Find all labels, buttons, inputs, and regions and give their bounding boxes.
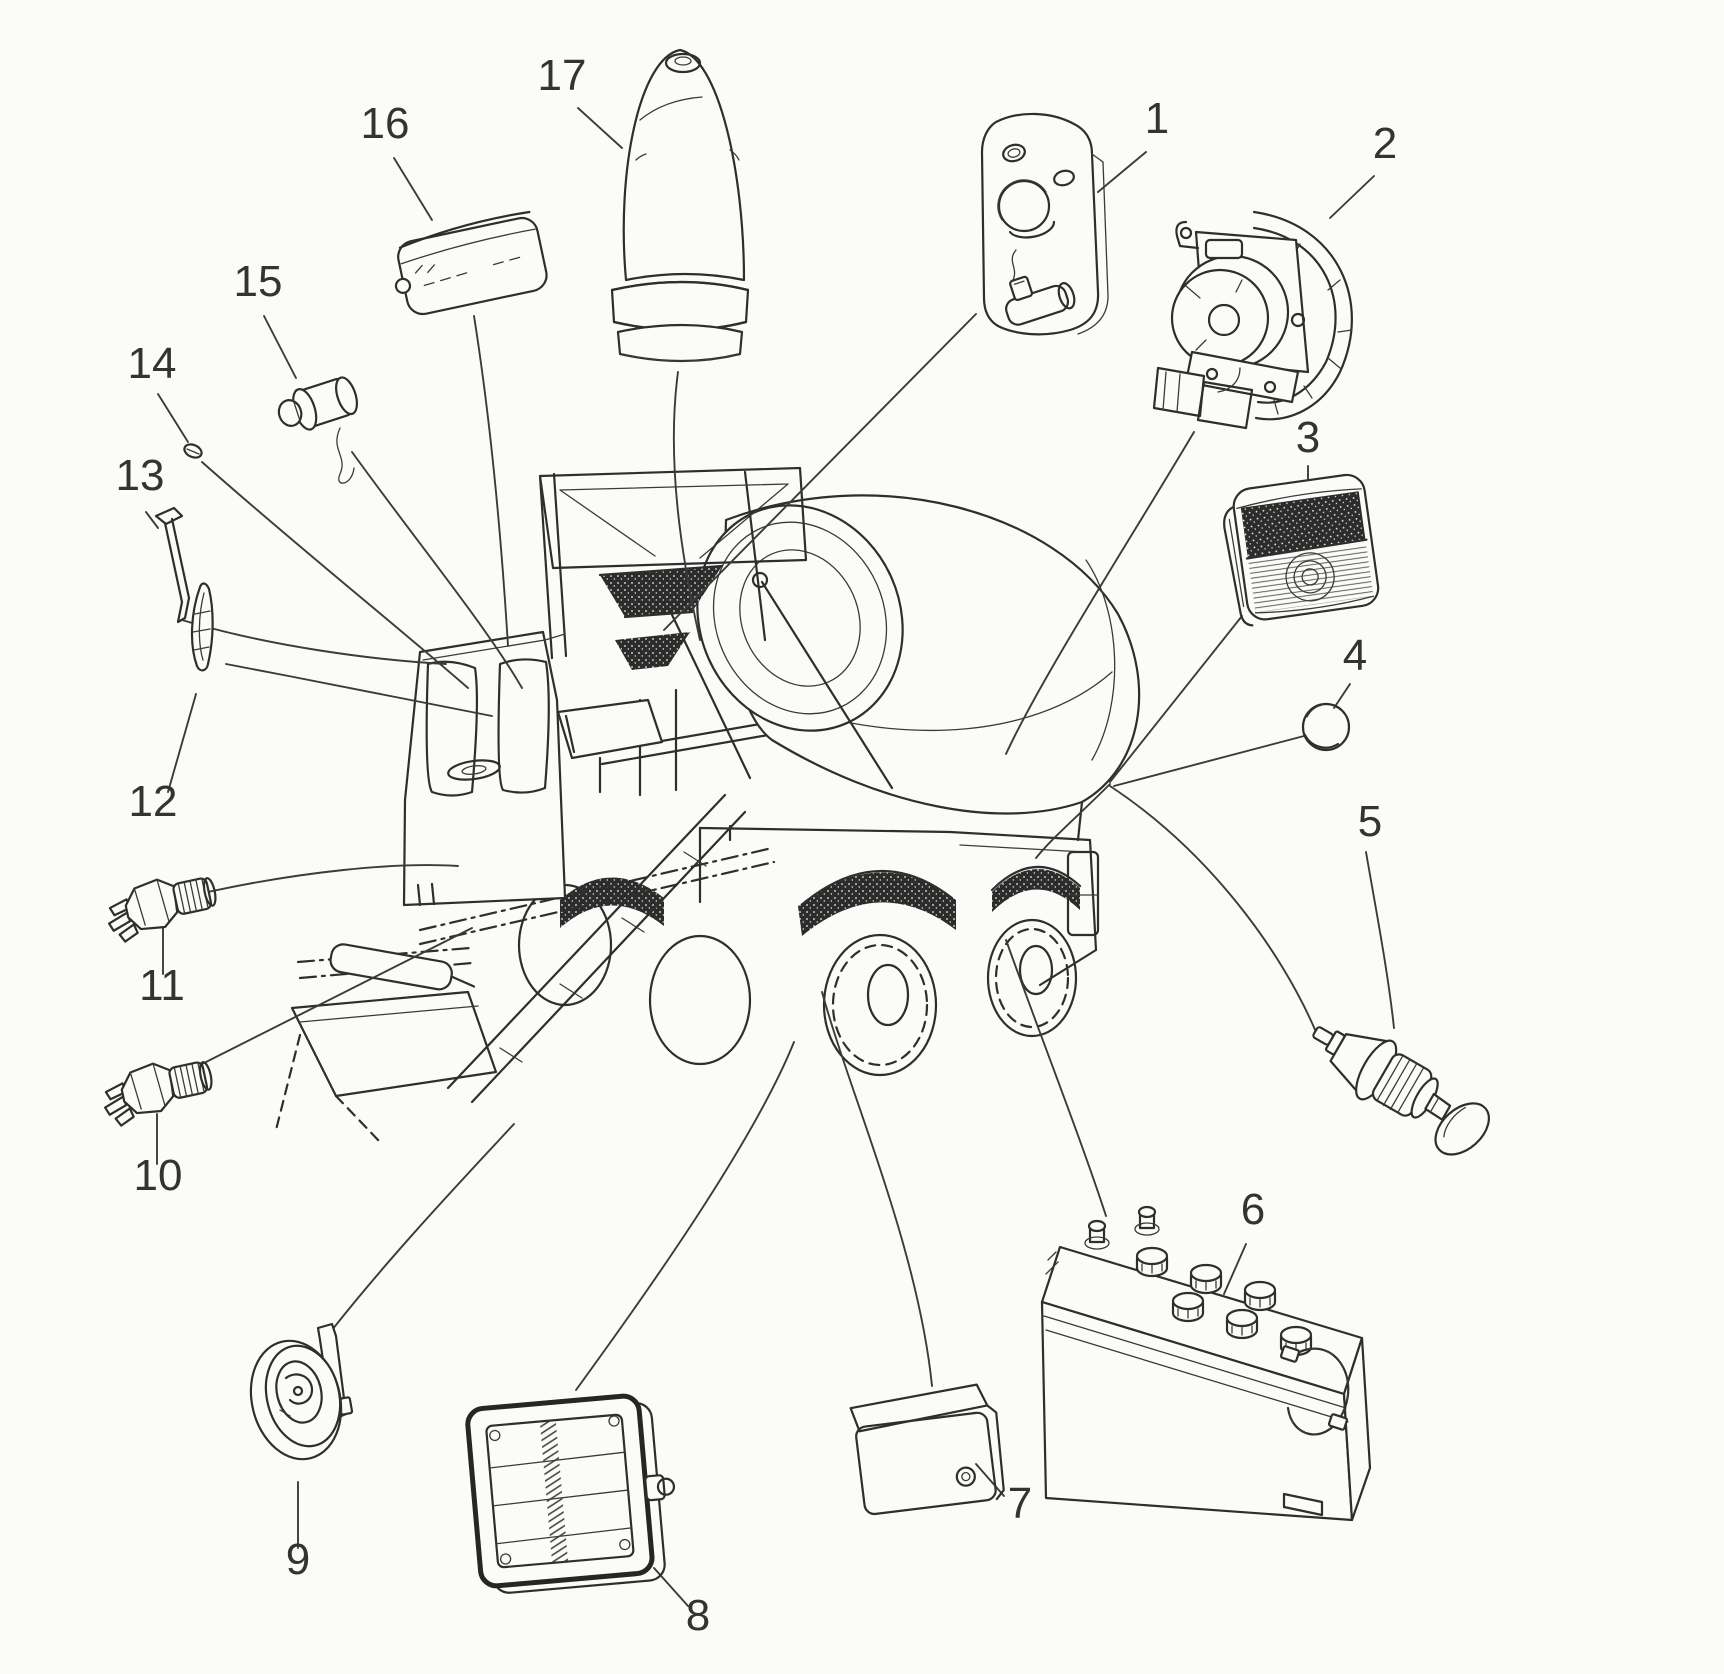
callout-label-1-mounting-plate: 1 bbox=[1145, 94, 1169, 143]
leader-line-17-short bbox=[577, 107, 623, 149]
truck-wheels bbox=[517, 883, 1078, 1077]
leader-line-7 bbox=[821, 991, 933, 1387]
part-1-mounting-plate-drawing bbox=[980, 112, 1109, 336]
leader-line-16-short bbox=[393, 157, 433, 221]
callout-label-6-battery: 6 bbox=[1241, 1185, 1265, 1234]
callout-label-13-wiper-arm: 13 bbox=[116, 451, 165, 500]
callout-label-11-plug-switch: 11 bbox=[139, 961, 185, 1010]
callout-label-9-horn: 9 bbox=[286, 1535, 310, 1584]
leader-line-6-short bbox=[1223, 1243, 1247, 1295]
leader-line-11 bbox=[207, 864, 459, 893]
leader-line-3 bbox=[1109, 615, 1243, 783]
leader-line-10 bbox=[201, 927, 473, 1065]
callout-label-10-plug-switch: 10 bbox=[134, 1151, 183, 1200]
leader-line-12 bbox=[225, 663, 493, 717]
part-5-ignition-switch-drawing bbox=[1312, 1026, 1490, 1156]
part-4-round-reflector-drawing bbox=[1301, 702, 1351, 752]
leader-line-5-short bbox=[1365, 851, 1395, 1029]
leader-line-8 bbox=[575, 1041, 795, 1391]
callout-label-12-wiper-blade: 12 bbox=[129, 777, 178, 826]
callout-label-17-rotating-beacon: 17 bbox=[538, 51, 587, 100]
battery-handle bbox=[1279, 1345, 1350, 1436]
truck-mixing-drum bbox=[662, 494, 1141, 842]
part-16-cab-lamp-drawing bbox=[394, 210, 548, 316]
truck-loading-hopper bbox=[538, 466, 808, 794]
callout-label-14-screw: 14 bbox=[128, 339, 177, 388]
leader-line-12-short bbox=[167, 693, 197, 793]
leader-line-15-short bbox=[263, 315, 297, 379]
leader-line-6 bbox=[1005, 939, 1107, 1217]
truck-rear-lamp bbox=[1066, 850, 1100, 937]
battery-filler-caps bbox=[1135, 1246, 1313, 1357]
part-11-plug-switch-drawing bbox=[101, 867, 223, 946]
truck-rear-body bbox=[698, 824, 1100, 987]
callout-label-15-bulb-socket: 15 bbox=[234, 257, 283, 306]
leader-line-17 bbox=[672, 371, 701, 641]
leader-line-4 bbox=[1113, 735, 1305, 787]
leader-line-1 bbox=[663, 313, 977, 631]
leader-line-7-short bbox=[975, 1463, 1005, 1497]
part-3-combination-lamp-drawing bbox=[1223, 473, 1380, 627]
leader-line-14-short bbox=[157, 393, 189, 443]
leader-line-16 bbox=[473, 315, 509, 647]
mixer-truck-illustration bbox=[274, 466, 1141, 1144]
part-9-horn-drawing bbox=[249, 1322, 354, 1461]
leader-line-13-short bbox=[145, 511, 159, 529]
leader-line-1-short bbox=[1097, 151, 1147, 193]
part-17-rotating-beacon-drawing bbox=[610, 48, 750, 363]
leader-line-14 bbox=[201, 461, 469, 689]
part-6-battery-drawing bbox=[1040, 1205, 1372, 1522]
part-13-wiper-arm-drawing bbox=[154, 506, 191, 624]
part-8-work-lamp-drawing bbox=[465, 1393, 676, 1594]
part-14-screw-drawing bbox=[183, 443, 203, 459]
leader-line-5 bbox=[1109, 785, 1317, 1033]
callout-label-8-work-lamp: 8 bbox=[686, 1591, 710, 1640]
battery-terminals bbox=[1084, 1205, 1160, 1250]
leader-line-9 bbox=[331, 1123, 515, 1331]
callout-label-2-wiper-motor: 2 bbox=[1373, 119, 1397, 168]
leader-line-2 bbox=[1005, 431, 1195, 755]
callout-label-16-cab-lamp: 16 bbox=[361, 99, 410, 148]
part-12-wiper-blade-drawing bbox=[190, 582, 214, 672]
part-15-bulb-socket-drawing bbox=[277, 376, 359, 484]
callout-label-7-rear-lamp: 7 bbox=[1008, 1479, 1032, 1528]
leader-line-4-short bbox=[1333, 683, 1351, 709]
callout-label-3-combination-lamp: 3 bbox=[1296, 413, 1320, 462]
leader-line-fan-to-truck bbox=[1035, 783, 1111, 859]
part-7-rear-lamp-drawing bbox=[849, 1383, 1005, 1516]
part-2-wiper-motor-drawing bbox=[1152, 210, 1353, 430]
callout-label-4-round-reflector: 4 bbox=[1343, 631, 1367, 680]
leader-line-2-short bbox=[1329, 175, 1375, 219]
leader-line-8-short bbox=[653, 1567, 689, 1607]
leader-line-13 bbox=[181, 619, 447, 665]
leader-line-15 bbox=[351, 451, 523, 689]
callout-label-5-ignition-switch: 5 bbox=[1358, 797, 1382, 846]
truck-cab bbox=[402, 630, 567, 907]
leader-lines bbox=[145, 107, 1395, 1607]
